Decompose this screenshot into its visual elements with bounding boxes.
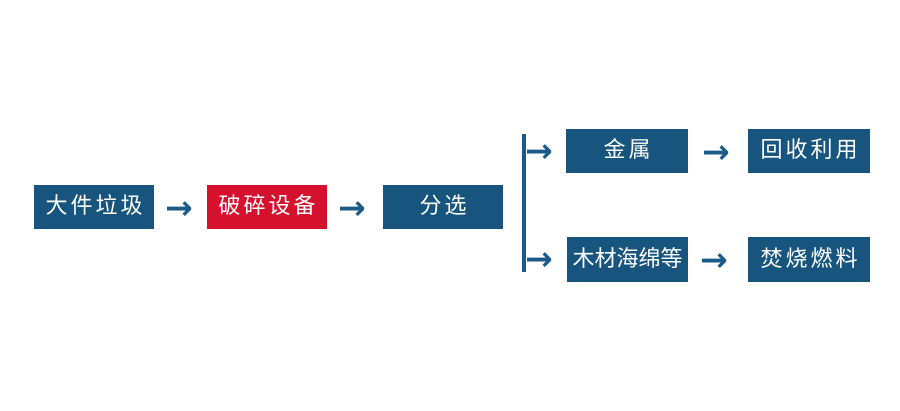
arrow-right-icon: → [165, 187, 193, 227]
branch-line [522, 134, 526, 272]
node-crushing-equipment: 破碎设备 [207, 185, 327, 229]
node-recycling: 回收利用 [748, 129, 870, 173]
node-bulky-waste: 大件垃圾 [34, 185, 154, 229]
node-metal: 金属 [566, 129, 688, 173]
node-sorting: 分选 [383, 185, 503, 229]
branch-arrow-bottom-icon: → [525, 238, 553, 278]
node-incineration-fuel: 焚烧燃料 [748, 237, 870, 282]
branch-arrow-top-icon: → [525, 130, 553, 170]
arrow-right-icon: → [338, 187, 366, 227]
arrow-right-icon: → [702, 131, 730, 171]
node-wood-sponge-etc: 木材海绵等 [567, 237, 688, 282]
arrow-right-icon: → [700, 239, 728, 279]
